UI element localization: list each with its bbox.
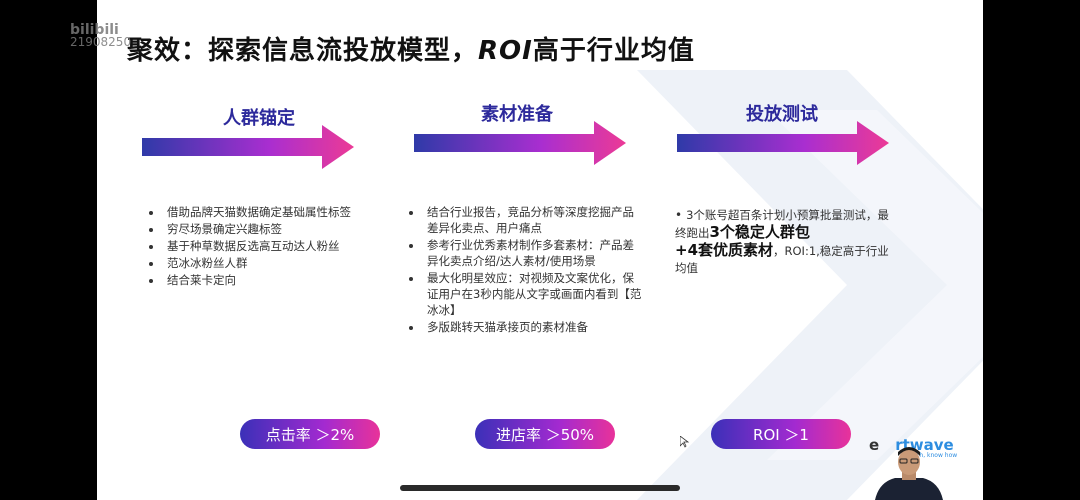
logo-tagline: worth, know how bbox=[906, 452, 958, 459]
material-bullet-list: 结合行业报告，竞品分析等深度挖掘产品差异化卖点、用户痛点 参考行业优秀素材制作多… bbox=[409, 204, 643, 336]
column-title-testing: 投放测试 bbox=[746, 104, 818, 125]
video-watermark: bilibili 21908250 bbox=[70, 22, 132, 49]
list-item: 多版跳转天猫承接页的素材准备 bbox=[423, 319, 643, 335]
mouse-cursor-icon bbox=[680, 436, 690, 448]
list-item: 结合莱卡定向 bbox=[163, 272, 363, 288]
list-item: 穷尽场景确定兴趣标签 bbox=[163, 221, 363, 237]
presenter-video-thumbnail bbox=[875, 447, 943, 500]
list-item: 借助品牌天猫数据确定基础属性标签 bbox=[163, 204, 363, 220]
gradient-arrow-icon bbox=[677, 121, 889, 165]
gradient-arrow-icon bbox=[414, 121, 626, 165]
metric-badge-visit-rate: 进店率 ＞50% bbox=[475, 419, 615, 449]
list-item: 参考行业优秀素材制作多套素材：产品差异化卖点介绍/达人素材/使用场景 bbox=[423, 237, 643, 269]
column-title-audience: 人群锚定 bbox=[223, 108, 295, 129]
metric-badge-ctr: 点击率 ＞2% bbox=[240, 419, 380, 449]
list-item: 结合行业报告，竞品分析等深度挖掘产品差异化卖点、用户痛点 bbox=[423, 204, 643, 236]
gradient-arrow-icon bbox=[142, 125, 354, 169]
home-indicator-bar[interactable] bbox=[400, 485, 680, 491]
slide-title: 聚效：探索信息流投放模型，ROI高于行业均值 bbox=[127, 36, 695, 66]
slide: 聚效：探索信息流投放模型，ROI高于行业均值 人群锚定 借助品牌天猫数据确定基础… bbox=[97, 0, 983, 500]
list-item: 范冰冰粉丝人群 bbox=[163, 255, 363, 271]
metric-badge-roi: ROI ＞1 bbox=[711, 419, 851, 449]
audience-bullet-list: 借助品牌天猫数据确定基础属性标签 穷尽场景确定兴趣标签 基于种草数据反选高互动达… bbox=[149, 204, 363, 289]
background-chevron-decoration bbox=[637, 70, 983, 500]
column-title-material: 素材准备 bbox=[481, 104, 553, 125]
list-item: 最大化明星效应：对视频及文案优化，保证用户在3秒内能从文字或画面内看到【范冰冰】 bbox=[423, 270, 643, 318]
list-item: 基于种草数据反选高互动达人粉丝 bbox=[163, 238, 363, 254]
testing-note: •3个账号超百条计划小预算批量测试，最终跑出3个稳定人群包 +4套优质素材，RO… bbox=[675, 208, 889, 275]
